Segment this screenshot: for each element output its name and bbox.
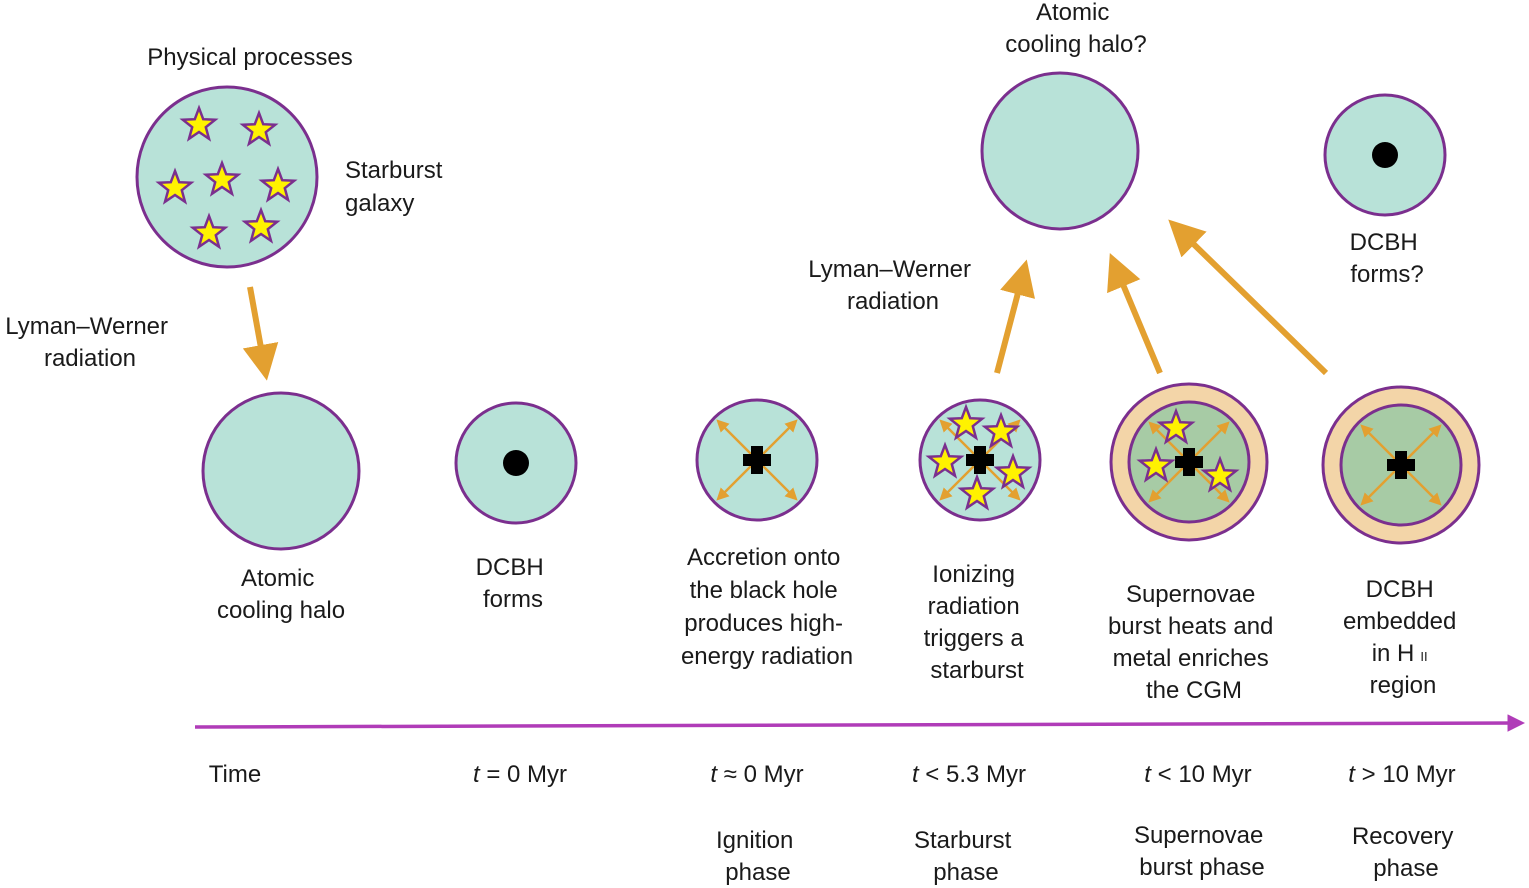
phase-starburst: Starburst phase [914, 827, 1018, 886]
timeline-arrow [194, 714, 1525, 732]
feedback-arrow-starburst [994, 259, 1036, 374]
radiation-arrows [1148, 421, 1230, 503]
stage-supernovae [1109, 382, 1269, 542]
time-stage-3: t ≈ 0 Myr [710, 761, 803, 788]
time-stage-2: t = 0 Myr [473, 761, 567, 788]
starburst-galaxy-label: Starburst galaxy [345, 157, 449, 217]
stage-recovery [1321, 385, 1481, 545]
stage-starburst [918, 398, 1042, 522]
lw-radiation-left-label: Lyman–Werner radiation [5, 313, 174, 372]
dcbh-forms-question-label: DCBH forms? [1350, 229, 1425, 288]
stage-dcbh-forms [454, 401, 578, 525]
atomic-cooling-halo-question-label: Atomic cooling halo? [1005, 0, 1146, 58]
stage-ignition [695, 398, 819, 522]
dcbh-top [1323, 93, 1447, 217]
atomic-cooling-halo-top [980, 71, 1140, 231]
radiation-arrows [716, 419, 798, 501]
phase-recovery: Recovery phase [1352, 823, 1460, 882]
time-label: Time [209, 761, 261, 788]
stage-1-description: Atomic cooling halo [217, 565, 345, 624]
stage-atomic-halo [201, 391, 361, 551]
time-stage-6: t > 10 Myr [1348, 761, 1455, 788]
stage-4-description: Ionizing radiation triggers a starburst [924, 561, 1031, 684]
black-hole-icon [503, 450, 529, 476]
lw-arrow-left [242, 286, 279, 381]
lw-radiation-mid-label: Lyman–Werner radiation [808, 256, 977, 315]
starburst-galaxy [135, 85, 319, 269]
radiation-arrows [1360, 424, 1442, 506]
stage-3-description: Accretion onto the black hole produces h… [681, 544, 853, 670]
stage-2-description: DCBH forms [476, 554, 551, 613]
time-stage-4: t < 5.3 Myr [912, 761, 1026, 788]
black-hole-icon [1372, 142, 1398, 168]
phase-supernovae: Supernovae burst phase [1134, 822, 1270, 881]
time-stage-5: t < 10 Myr [1144, 761, 1251, 788]
phase-ignition: Ignition phase [716, 827, 800, 886]
feedback-arrow-recovery [1168, 219, 1329, 376]
physical-processes-label: Physical processes [147, 44, 352, 71]
feedback-arrow-supernovae [1107, 253, 1163, 375]
stage-5-description: Supernovae burst heats and metal enriche… [1108, 581, 1280, 704]
